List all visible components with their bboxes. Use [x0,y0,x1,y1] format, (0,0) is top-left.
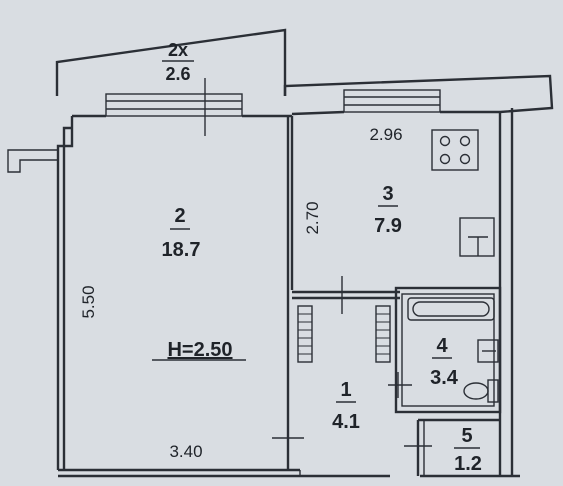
room-number-bath: 4 [436,335,448,357]
room-area-bath: 3.4 [430,367,459,389]
room-number-wc: 5 [461,425,472,447]
dimension-living-width: 3.40 [169,442,202,461]
dimension-kitchen-height: 2.70 [303,201,322,234]
stove-icon [431,129,479,171]
living-window [105,93,243,117]
kitchen-window [343,89,441,113]
kitchen-sink-icon [459,217,495,257]
toilet-icon [463,379,499,403]
room-area-living: 18.7 [162,239,201,261]
room-number-kitchen: 3 [382,183,393,205]
closet-left [297,305,313,363]
room-area-hall: 4.1 [332,411,360,433]
dimension-kitchen-width: 2.96 [369,125,402,144]
balcony-outline [55,28,554,114]
room-area-kitchen: 7.9 [374,215,402,237]
room-number-hall: 1 [340,379,351,401]
door-marks [272,276,432,458]
dimension-living-height: 5.50 [79,285,98,318]
room-area-balcony: 2.6 [165,64,190,84]
washbasin-icon [477,339,499,363]
room-number-living: 2 [174,205,185,227]
room-number-balcony: 2x [168,40,188,60]
room-area-wc: 1.2 [454,453,482,475]
bathtub-icon [407,297,495,321]
closet-right [375,305,391,363]
ceiling-height: H=2.50 [167,339,232,361]
